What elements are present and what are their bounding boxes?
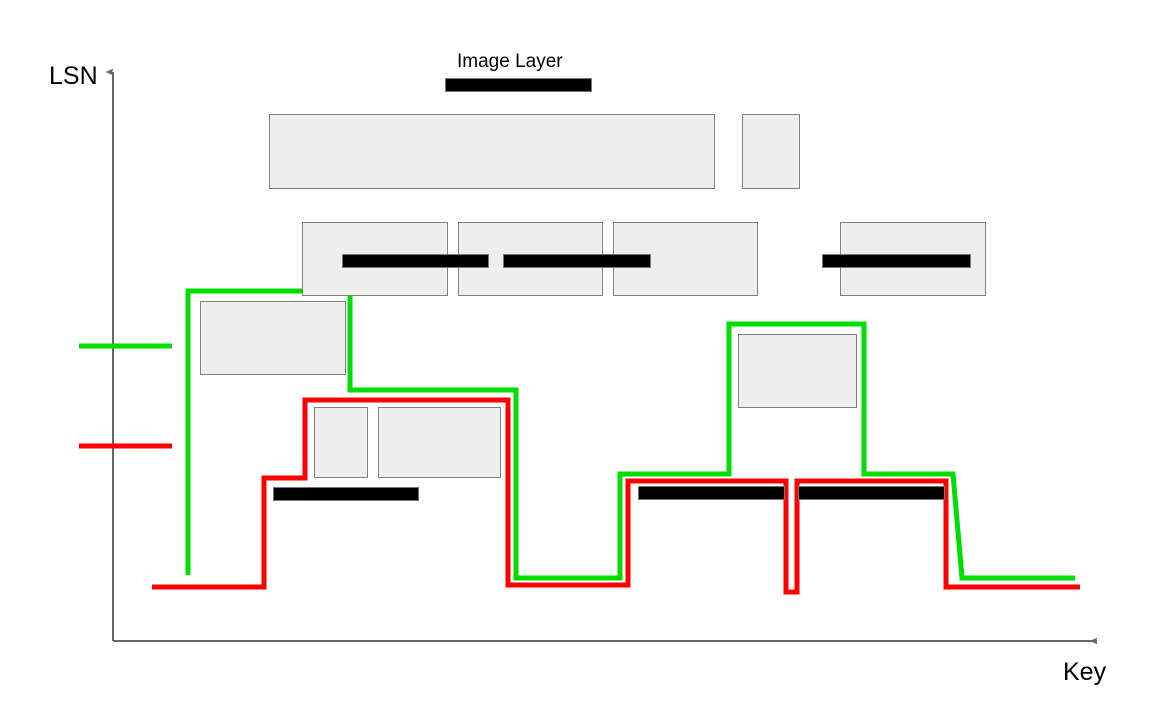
image-bar-row2-b: [503, 254, 651, 268]
y-axis-label: LSN: [49, 62, 98, 90]
image-bar-row2-a: [342, 254, 489, 268]
image-layer-label: Image Layer: [457, 51, 563, 72]
green-lsn-boundary-line: [185, 288, 1075, 581]
delta-box-small-b: [378, 407, 501, 478]
image-bar-lower-mid: [638, 486, 785, 500]
delta-box-top-right: [742, 114, 800, 189]
red-lsn-boundary-line: [152, 397, 1080, 595]
image-layer-bar-top: [445, 78, 592, 92]
image-bar-lower-left: [273, 487, 419, 501]
x-axis-label: Key: [1063, 658, 1107, 686]
delta-box-right-mid: [738, 334, 857, 408]
delta-layer-main: [269, 114, 715, 189]
image-bar-row2-d: [822, 254, 971, 268]
delta-box-left-mid: [200, 301, 346, 375]
delta-box-small-a: [314, 407, 368, 478]
image-bar-lower-right: [798, 486, 945, 500]
